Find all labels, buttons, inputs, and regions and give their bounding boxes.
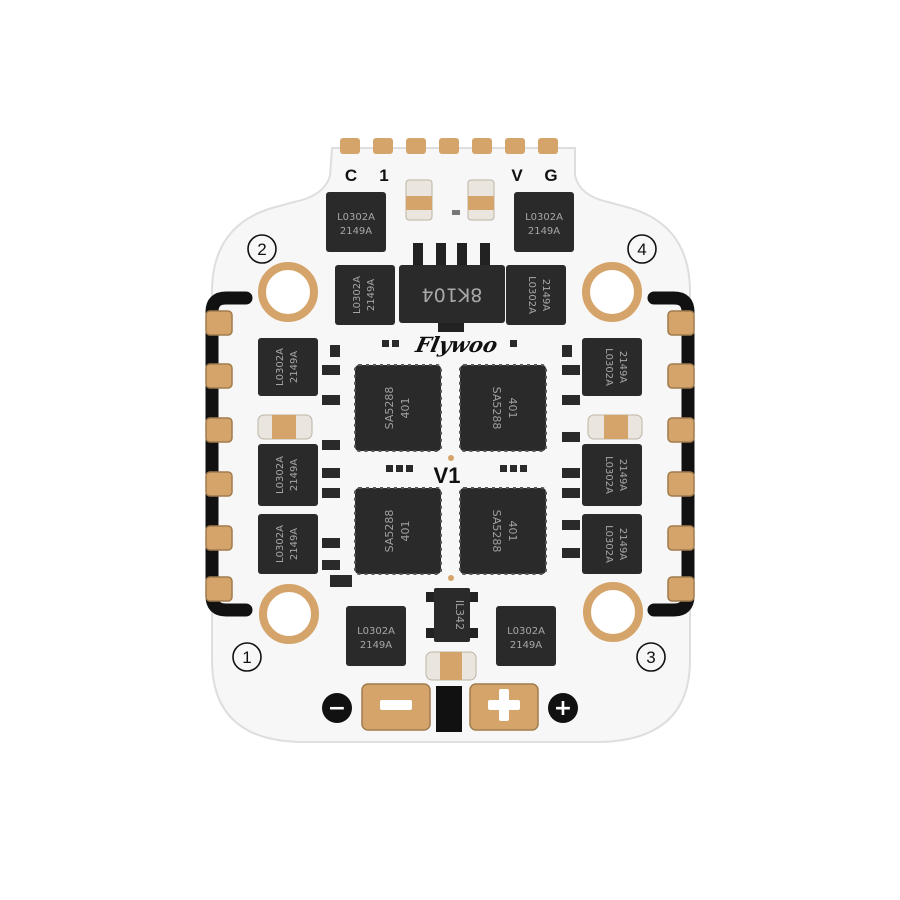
mosfet-bottom-right: L0302A 2149A [496, 606, 556, 666]
negative-pad-symbol [380, 700, 412, 710]
svg-text:2149A: 2149A [528, 226, 560, 237]
svg-text:L0302A: L0302A [507, 626, 545, 637]
small-ic: IL342 [426, 588, 478, 642]
svg-text:L0302A: L0302A [525, 212, 563, 223]
driver-bottom-left: SA5288 401 [354, 487, 442, 575]
svg-text:2149A: 2149A [540, 279, 551, 311]
top-connector-tabs [340, 138, 558, 154]
pin-label-g: G [544, 166, 557, 185]
positive-terminal-label: + [554, 696, 572, 721]
version-label: V1 [434, 463, 461, 488]
pin-label-1: 1 [379, 166, 388, 185]
svg-text:L0302A: L0302A [603, 456, 614, 494]
power-pads: − + [322, 683, 578, 732]
small-ic-marking: IL342 [453, 600, 466, 630]
svg-text:2149A: 2149A [340, 226, 372, 237]
svg-text:L0302A: L0302A [352, 276, 363, 314]
svg-text:2149A: 2149A [510, 640, 542, 651]
driver-bottom-right: SA5288 401 [459, 487, 547, 575]
positive-pad-symbol-v [499, 689, 509, 721]
mount-number-4: 4 [637, 240, 646, 259]
svg-text:2149A: 2149A [289, 459, 300, 491]
center-via-lower [448, 575, 454, 581]
svg-text:SA5288: SA5288 [383, 510, 396, 553]
mosfet-right-3: L0302A 2149A [582, 514, 642, 574]
left-motor-pads [205, 310, 233, 602]
pin-label-v: V [511, 166, 523, 185]
brand-logo-text: Flywoo [412, 333, 499, 358]
svg-text:2149A: 2149A [366, 279, 377, 311]
mosfet-chips: L0302A 2149A L0302A 2149A L0302A 2149A L… [258, 192, 642, 666]
voltage-regulator-chip: 8K104 [399, 243, 505, 332]
svg-text:2149A: 2149A [617, 528, 628, 560]
svg-text:401: 401 [399, 521, 412, 542]
mosfet-upper-left-rotated: L0302A 2149A [335, 265, 395, 325]
driver-top-right: SA5288 401 [459, 364, 547, 452]
svg-text:401: 401 [506, 521, 519, 542]
mount-number-1: 1 [242, 648, 251, 667]
svg-text:L0302A: L0302A [603, 525, 614, 563]
pin-label-c: C [345, 166, 357, 185]
mosfet-left-2: L0302A 2149A [258, 444, 318, 506]
mosfet-top-right: L0302A 2149A [514, 192, 574, 252]
mosfet-bottom-left: L0302A 2149A [346, 606, 406, 666]
svg-text:2149A: 2149A [360, 640, 392, 651]
svg-text:2149A: 2149A [289, 528, 300, 560]
center-via [448, 455, 454, 461]
driver-chips: SA5288 401 SA5288 401 SA5288 401 SA5288 … [354, 364, 547, 575]
brand-logo: Flywoo [412, 333, 499, 358]
mosfet-right-2: L0302A 2149A [582, 444, 642, 506]
driver-top-left: SA5288 401 [354, 364, 442, 452]
mosfet-left-1: L0302A 2149A [258, 338, 318, 396]
right-motor-pads [667, 310, 695, 602]
svg-text:L0302A: L0302A [275, 525, 286, 563]
svg-text:SA5288: SA5288 [490, 387, 503, 430]
mount-number-2: 2 [257, 240, 266, 259]
svg-text:L0302A: L0302A [337, 212, 375, 223]
side-pad-bars [205, 291, 695, 617]
positive-terminal-badge [548, 693, 578, 723]
top-pin-labels: C 1 V G [345, 166, 558, 185]
mosfet-right-1: L0302A 2149A [582, 338, 642, 396]
mosfet-upper-right-rotated: L0302A 2149A [506, 265, 566, 325]
mount-number-labels: 2 4 1 3 [232, 234, 666, 672]
negative-terminal-label: − [328, 696, 346, 721]
mosfet-top-left: L0302A 2149A [326, 192, 386, 252]
side-capacitors [257, 414, 643, 681]
mount-number-3: 3 [646, 648, 655, 667]
mounting-holes [258, 262, 643, 644]
svg-text:2149A: 2149A [617, 351, 628, 383]
pcb-board [211, 147, 691, 743]
svg-text:L0302A: L0302A [275, 348, 286, 386]
svg-text:SA5288: SA5288 [490, 510, 503, 553]
regulator-marking: 8K104 [422, 284, 483, 306]
svg-text:2149A: 2149A [617, 459, 628, 491]
negative-terminal-badge [322, 693, 352, 723]
svg-text:L0302A: L0302A [526, 276, 537, 314]
top-capacitors [405, 179, 495, 221]
passive-components [322, 340, 580, 587]
svg-text:L0302A: L0302A [603, 348, 614, 386]
svg-text:SA5288: SA5288 [383, 387, 396, 430]
mosfet-left-3: L0302A 2149A [258, 514, 318, 574]
svg-text:401: 401 [399, 398, 412, 419]
svg-text:2149A: 2149A [289, 351, 300, 383]
svg-text:L0302A: L0302A [357, 626, 395, 637]
svg-text:L0302A: L0302A [275, 456, 286, 494]
svg-text:401: 401 [506, 398, 519, 419]
